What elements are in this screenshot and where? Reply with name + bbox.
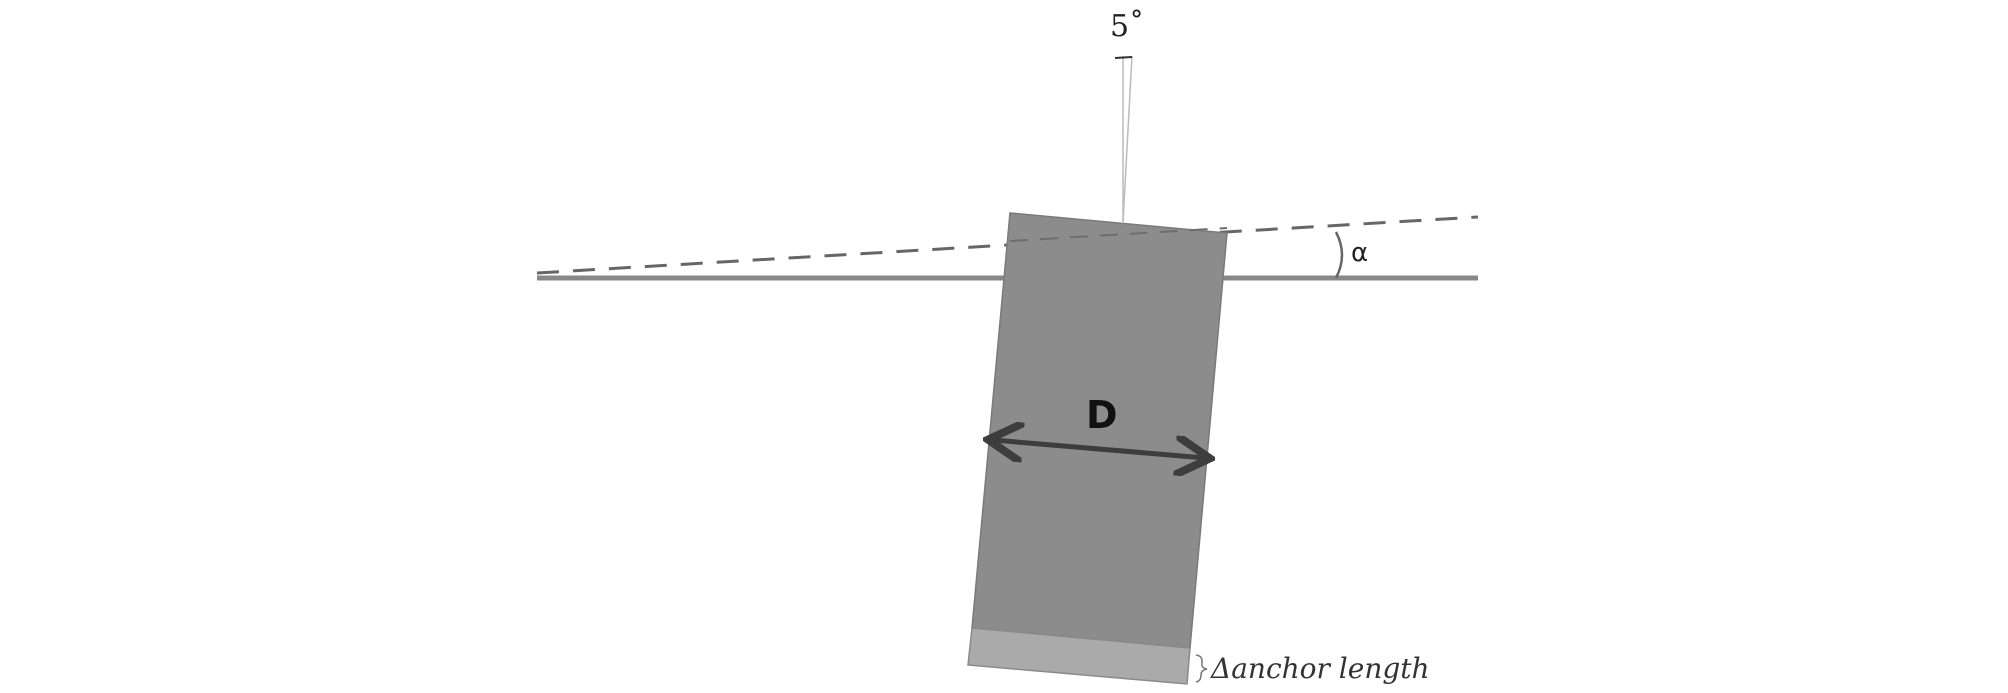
tilt-angle-label: 5˚: [1110, 9, 1144, 44]
slope-dashed-line-over-pile: [1009, 227, 1228, 242]
diameter-arrow: [993, 440, 1205, 458]
wedge-cap: [1114, 56, 1133, 59]
tilted-reference-line: [1122, 55, 1133, 223]
anchor-bracket: [1195, 654, 1208, 683]
anchor-extension: [967, 627, 1191, 685]
slope-angle-label: α: [1351, 238, 1368, 268]
slope-angle-arc: [1334, 231, 1344, 279]
diameter-label: D: [1086, 393, 1118, 437]
anchor-length-label: Δanchor length: [1210, 652, 1430, 685]
